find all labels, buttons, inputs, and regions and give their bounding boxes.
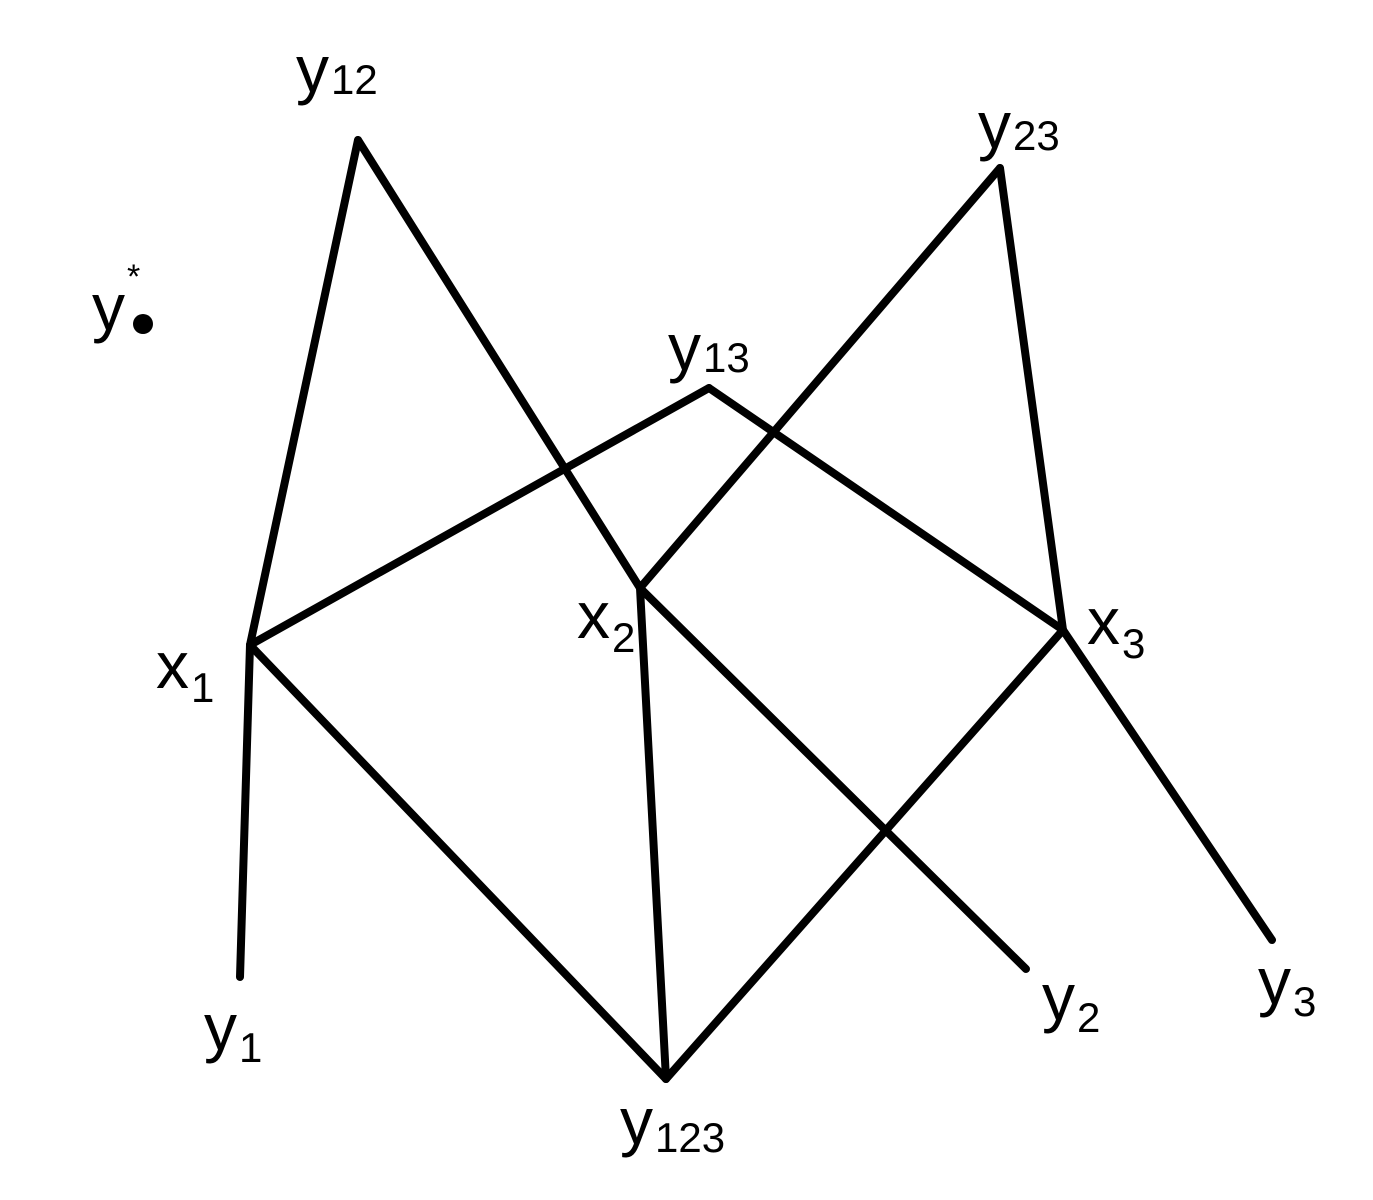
edge-y23-x3 — [996, 164, 1067, 634]
node-label-x2: x2 — [577, 578, 635, 661]
node-label-y12: y12 — [296, 32, 378, 106]
edge-x3-y123 — [662, 626, 1067, 1083]
node-label-y123: y123 — [620, 1084, 725, 1161]
edge-y13-x3 — [705, 384, 1067, 634]
node-label-ystar: y* — [92, 258, 140, 344]
edge-x1-y123 — [246, 641, 670, 1083]
edge-x2-y2 — [636, 584, 1030, 973]
edge-y23-x2 — [636, 164, 1004, 592]
edge-x1-y1 — [236, 641, 254, 981]
edge-x2-y123 — [636, 584, 670, 1083]
edge-y12-x1 — [246, 136, 362, 649]
edge-layer — [236, 136, 1276, 1083]
node-label-y3: y3 — [1258, 944, 1316, 1025]
node-label-y1: y1 — [204, 990, 262, 1071]
edge-y12-x2 — [354, 136, 644, 592]
node-label-x1: x1 — [156, 628, 214, 711]
node-label-y23: y23 — [978, 88, 1060, 162]
edge-y13-x1 — [246, 384, 713, 649]
node-label-y2: y2 — [1042, 960, 1100, 1041]
node-label-y13: y13 — [668, 310, 750, 384]
node-label-x3: x3 — [1087, 584, 1145, 667]
label-layer: y12 y23 y* y13 x1 x2 x3 y1 y2 y3 y123 — [92, 32, 1316, 1161]
edge-x3-y3 — [1059, 626, 1276, 944]
isolated-node-dot — [133, 314, 153, 334]
